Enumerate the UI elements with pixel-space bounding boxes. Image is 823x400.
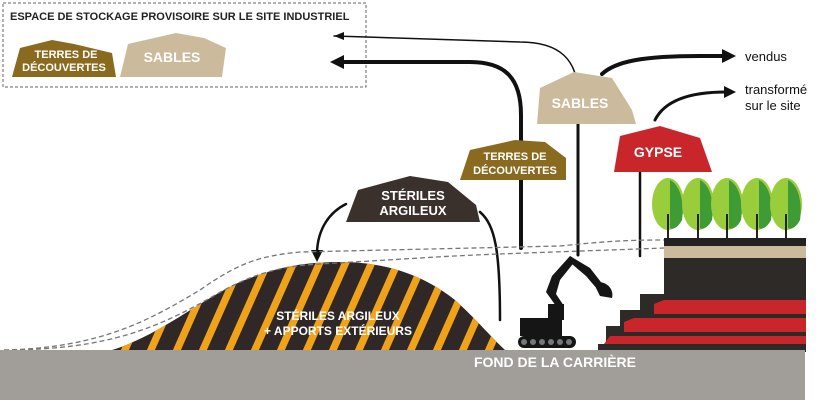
topsoil-label-line2: DÉCOUVERTES [473,164,557,177]
clay-waste-to-mound-arrow [315,202,348,254]
excavator-cab [548,304,564,320]
track-wheel [530,339,536,345]
original-profile-line-1 [3,239,665,351]
mound-stripe [354,262,402,350]
sand-to-sold-arrow [600,54,726,76]
tree [652,178,684,240]
gypsum-to-processed-arrow [653,90,728,122]
track-wheel [548,339,554,345]
storage-area-border [2,2,367,88]
mound-stripe [302,262,350,350]
temporary-storage-area: ESPACE DE STOCKAGE PROVISOIRE SUR LE SIT… [2,2,367,88]
mound-stripe [328,262,376,350]
track-wheel [539,339,545,345]
processed-label-line2: sur le site [745,98,801,113]
original-profile-line-2 [3,247,665,351]
storage-sand-pile: SABLES [120,33,226,77]
tree [770,178,802,240]
gypsum-band-1 [654,300,806,314]
storage-sand-label: SABLES [144,49,201,65]
processed-label-line1: transformé [745,82,807,97]
gypsum-pile: GYPSE [614,126,712,172]
mound-stripe [250,262,298,350]
sand-pile: SABLES [537,72,636,124]
quarry-terraces [598,238,806,352]
sold-label: vendus [745,49,787,64]
sand-layer [664,246,806,258]
excavator-bucket [596,282,613,298]
excavator-body [520,318,562,336]
backfill-label-line2: + APPORTS EXTÉRIEURS [264,323,412,338]
excavator [518,256,613,348]
clay-waste-extraction-line [478,210,502,322]
mound-stripe [380,262,428,350]
storage-topsoil-label-line2: DÉCOUVERTES [22,61,106,74]
quarry-floor: FOND DE LA CARRIÈRE [0,350,805,400]
clay-waste-pile: STÉRILES ARGILEUX [346,176,480,222]
storage-topsoil-label-line1: TERRES DE [35,49,98,61]
clay-waste-label-line2: ARGILEUX [379,203,447,218]
tree [682,178,714,240]
storage-area-title: ESPACE DE STOCKAGE PROVISOIRE SUR LE SIT… [10,11,350,23]
trees [652,178,802,240]
soil-layer [664,238,806,246]
original-surface-lines [3,239,665,351]
gypsum-label: GYPSE [634,144,682,160]
sand-label: SABLES [552,95,609,111]
tree [711,178,743,240]
mound-stripe [276,262,324,350]
storage-topsoil-pile: TERRES DE DÉCOUVERTES [12,40,116,77]
gypsum-band-2 [624,318,806,332]
tree [741,178,773,240]
topsoil-label-line1: TERRES DE [484,151,547,163]
clay-waste-label-line1: STÉRILES [381,188,445,203]
topsoil-pile: TERRES DE DÉCOUVERTES [460,140,566,180]
track-wheel [521,339,527,345]
quarry-floor-label: FOND DE LA CARRIÈRE [474,354,636,370]
excavator-arm [546,256,576,306]
backfill-mound: STÉRILES ARGILEUX + APPORTS EXTÉRIEURS [112,262,505,350]
excavator-boom [570,256,604,290]
track-wheel [557,339,563,345]
backfill-label-line1: STÉRILES ARGILEUX [276,308,400,323]
gypsum-band-3 [604,336,806,344]
excavator-tracks [518,336,576,348]
track-wheel [566,339,572,345]
mound-stripe [224,262,272,350]
topsoil-to-storage-arrow [336,60,523,250]
